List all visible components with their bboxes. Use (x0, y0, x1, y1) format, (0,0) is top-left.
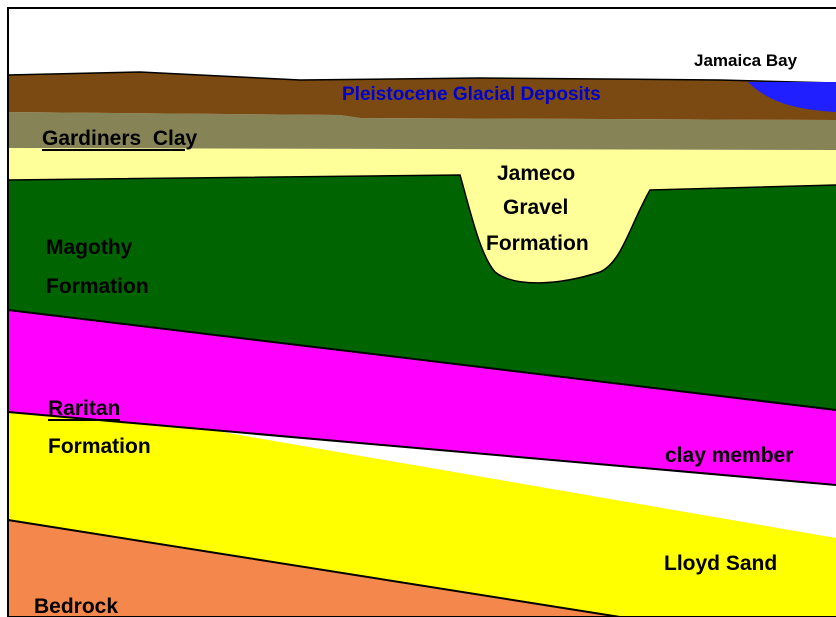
label-raritan-line2: Formation (48, 435, 151, 458)
label-raritan-line1: Raritan (48, 397, 120, 420)
label-jamaica-bay: Jamaica Bay (694, 51, 798, 70)
label-jameco-line3: Formation (486, 232, 589, 255)
label-jameco-line1: Jameco (497, 162, 575, 185)
label-clay-member: clay member (665, 444, 793, 467)
label-magothy-line1: Magothy (46, 236, 133, 259)
label-jameco-line2: Gravel (503, 196, 568, 219)
label-bedrock: Bedrock (34, 595, 118, 617)
label-pleistocene-deposits: Pleistocene Glacial Deposits (342, 84, 601, 105)
label-lloyd-sand: Lloyd Sand (664, 552, 777, 575)
label-magothy-line2: Formation (46, 275, 149, 298)
label-gardiners-clay: Gardiners Clay (42, 127, 198, 150)
